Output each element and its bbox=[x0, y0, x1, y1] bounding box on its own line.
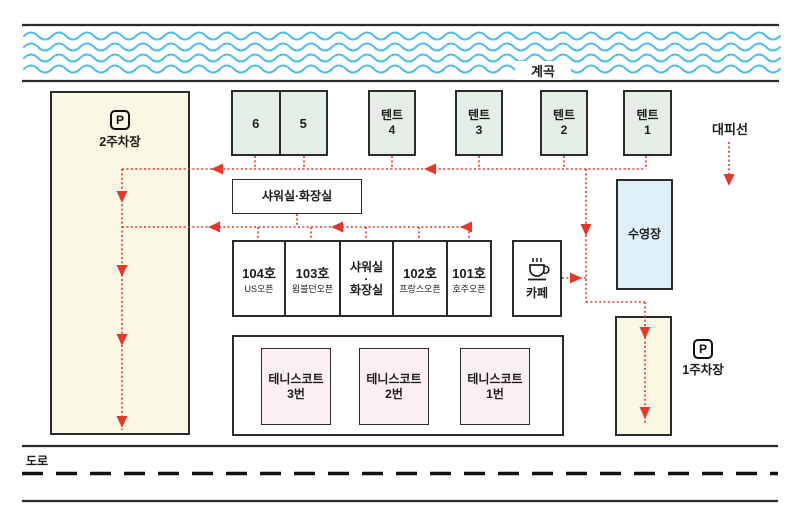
room-104: 104호 US오픈 bbox=[234, 242, 284, 315]
room-shower-line3: 화장실 bbox=[349, 282, 384, 297]
tennis-court-1-name: 테니스코트 bbox=[467, 371, 523, 386]
room-104-subtitle: US오픈 bbox=[244, 284, 274, 294]
cafe: 카페 bbox=[512, 240, 562, 317]
tent-2-number: 2 bbox=[560, 123, 568, 137]
road-label: 도로 bbox=[26, 454, 49, 468]
parking-lot-1-label: 1주차장 bbox=[682, 363, 724, 377]
stream-waves bbox=[23, 31, 781, 74]
tent-1-number: 1 bbox=[644, 123, 651, 137]
arrow-left bbox=[208, 221, 220, 233]
cafe-label: 카페 bbox=[525, 285, 549, 300]
parking-lot-2: P 2주차장 bbox=[50, 91, 190, 435]
tent-4-number: 4 bbox=[388, 123, 396, 137]
arrow-down bbox=[580, 224, 592, 236]
site-6-label: 6 bbox=[252, 115, 260, 131]
room-101-subtitle: 호주오픈 bbox=[452, 284, 486, 294]
tent-site-2: 텐트 2 bbox=[540, 90, 588, 156]
tennis-court-3-name: 테니스코트 bbox=[268, 371, 324, 386]
evacuation-line-label: 대피선 bbox=[712, 122, 748, 137]
arrow-right bbox=[570, 272, 582, 284]
room-102: 102호 프랑스오픈 bbox=[392, 242, 446, 315]
tennis-court-1: 테니스코트 1번 bbox=[460, 348, 530, 425]
parking-icon: P bbox=[693, 339, 713, 359]
tennis-court-2: 테니스코트 2번 bbox=[359, 348, 429, 425]
stream-label: 계곡 bbox=[515, 61, 571, 80]
tent-4-type: 텐트 bbox=[380, 108, 404, 122]
tent-1-type: 텐트 bbox=[636, 108, 659, 122]
parking-lot-2-label: 2주차장 bbox=[99, 135, 141, 149]
rooms-row: 104호 US오픈 103호 윔블던오픈 샤워실 · 화장실 102호 프랑스오… bbox=[232, 240, 492, 317]
arrow-left bbox=[211, 163, 223, 175]
tennis-court-2-name: 테니스코트 bbox=[366, 371, 422, 386]
arrow-left bbox=[424, 163, 436, 175]
room-102-subtitle: 프랑스오픈 bbox=[399, 284, 441, 294]
room-103-title: 103호 bbox=[295, 266, 330, 281]
arrow-left bbox=[460, 221, 472, 233]
site-5-label: 5 bbox=[278, 92, 327, 154]
tent-site-1: 텐트 1 bbox=[623, 90, 672, 156]
room-101: 101호 호주오픈 bbox=[446, 242, 490, 315]
parking-lot-1-sign: P 1주차장 bbox=[673, 339, 733, 378]
tent-site-4: 텐트 4 bbox=[368, 90, 416, 156]
arrow-left bbox=[331, 221, 343, 233]
tent-2-type: 텐트 bbox=[552, 108, 576, 122]
tent-3-type: 텐트 bbox=[467, 108, 491, 122]
arrow-down bbox=[723, 174, 735, 186]
coffee-cup-icon bbox=[528, 257, 550, 280]
pool-label: 수영장 bbox=[627, 227, 662, 241]
tennis-court-3-number: 3번 bbox=[287, 386, 305, 401]
room-shower-line1: 샤워실 bbox=[349, 259, 384, 274]
room-103: 103호 윔블던오픈 bbox=[284, 242, 339, 315]
room-102-title: 102호 bbox=[403, 266, 437, 281]
site-pair-6-5: 6 5 bbox=[231, 90, 328, 156]
parking-icon: P bbox=[110, 110, 130, 130]
parking-lot-1 bbox=[615, 316, 672, 436]
shower-toilet-label: 샤워실·화장실 bbox=[261, 189, 333, 203]
pool: 수영장 bbox=[616, 179, 673, 290]
room-104-title: 104호 bbox=[242, 266, 276, 281]
room-shower-toilet: 샤워실 · 화장실 bbox=[339, 242, 392, 315]
room-shower-line2: · bbox=[364, 271, 369, 286]
tennis-court-1-number: 1번 bbox=[486, 386, 504, 401]
tent-site-3: 텐트 3 bbox=[455, 90, 503, 156]
tennis-court-2-number: 2번 bbox=[385, 386, 403, 401]
tennis-court-3: 테니스코트 3번 bbox=[261, 348, 331, 425]
tent-3-number: 3 bbox=[475, 123, 483, 137]
shower-toilet-building: 샤워실·화장실 bbox=[232, 179, 362, 214]
room-103-subtitle: 윔블던오픈 bbox=[291, 284, 334, 294]
room-101-title: 101호 bbox=[452, 266, 486, 281]
